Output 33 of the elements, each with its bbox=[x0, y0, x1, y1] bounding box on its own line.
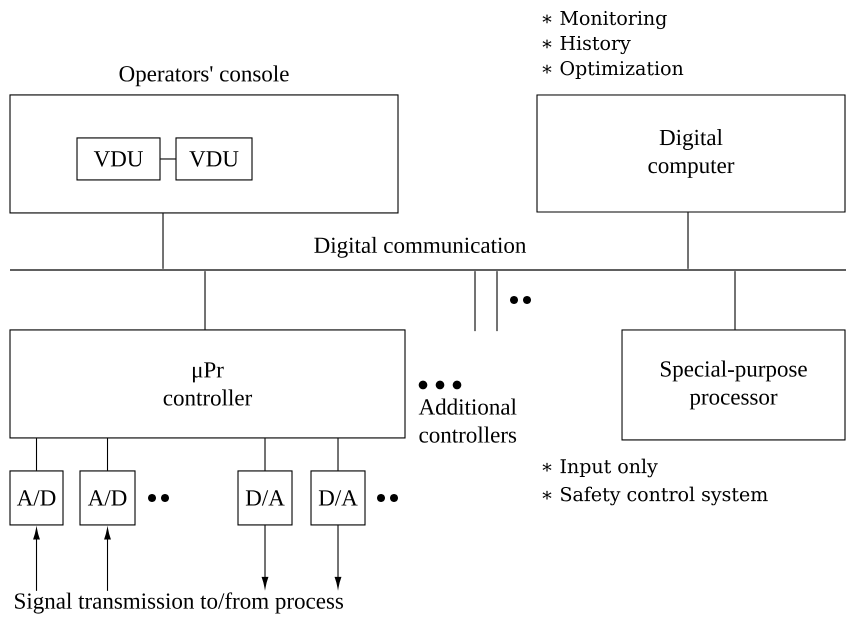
computer-box: Digital computer bbox=[536, 94, 846, 213]
screen-box: VDU bbox=[175, 137, 253, 181]
arrow bbox=[104, 528, 111, 591]
bullet-item: ∗ History bbox=[542, 36, 631, 54]
note-text: Additional controllers bbox=[418, 398, 516, 443]
connector-line bbox=[36, 438, 38, 470]
connector-line bbox=[162, 214, 164, 269]
connector-line bbox=[474, 271, 476, 332]
connector-line bbox=[264, 438, 266, 470]
connector-line bbox=[106, 438, 108, 470]
connector-line bbox=[687, 212, 689, 269]
bullet-item: ∗ Safety control system bbox=[542, 486, 768, 506]
connector-line bbox=[160, 158, 176, 160]
connector-line bbox=[734, 271, 736, 330]
converter-box: D/A bbox=[310, 470, 366, 526]
converter-box: D/A bbox=[237, 470, 293, 526]
connector-line bbox=[337, 438, 339, 470]
screen-box: VDU bbox=[76, 137, 161, 181]
bullet-item: ∗ Input only bbox=[542, 458, 658, 478]
controller-box: μPr controller bbox=[9, 329, 406, 439]
converter-box: A/D bbox=[9, 470, 64, 526]
bus-label: Digital communication bbox=[314, 236, 526, 258]
box-heading: Operators' console bbox=[120, 65, 289, 86]
converter-box: A/D bbox=[79, 470, 136, 526]
processor-box: Special-purpose processor bbox=[621, 329, 846, 441]
arrow bbox=[334, 526, 342, 588]
connector-line bbox=[204, 271, 206, 330]
connector-line bbox=[496, 271, 498, 332]
arrow bbox=[33, 528, 40, 591]
bullet-item: ∗ Optimization bbox=[542, 60, 684, 80]
arrow bbox=[262, 526, 268, 588]
bullet-item: ∗ Monitoring bbox=[542, 10, 667, 30]
caption-text: Signal transmission to/from process bbox=[15, 592, 344, 614]
